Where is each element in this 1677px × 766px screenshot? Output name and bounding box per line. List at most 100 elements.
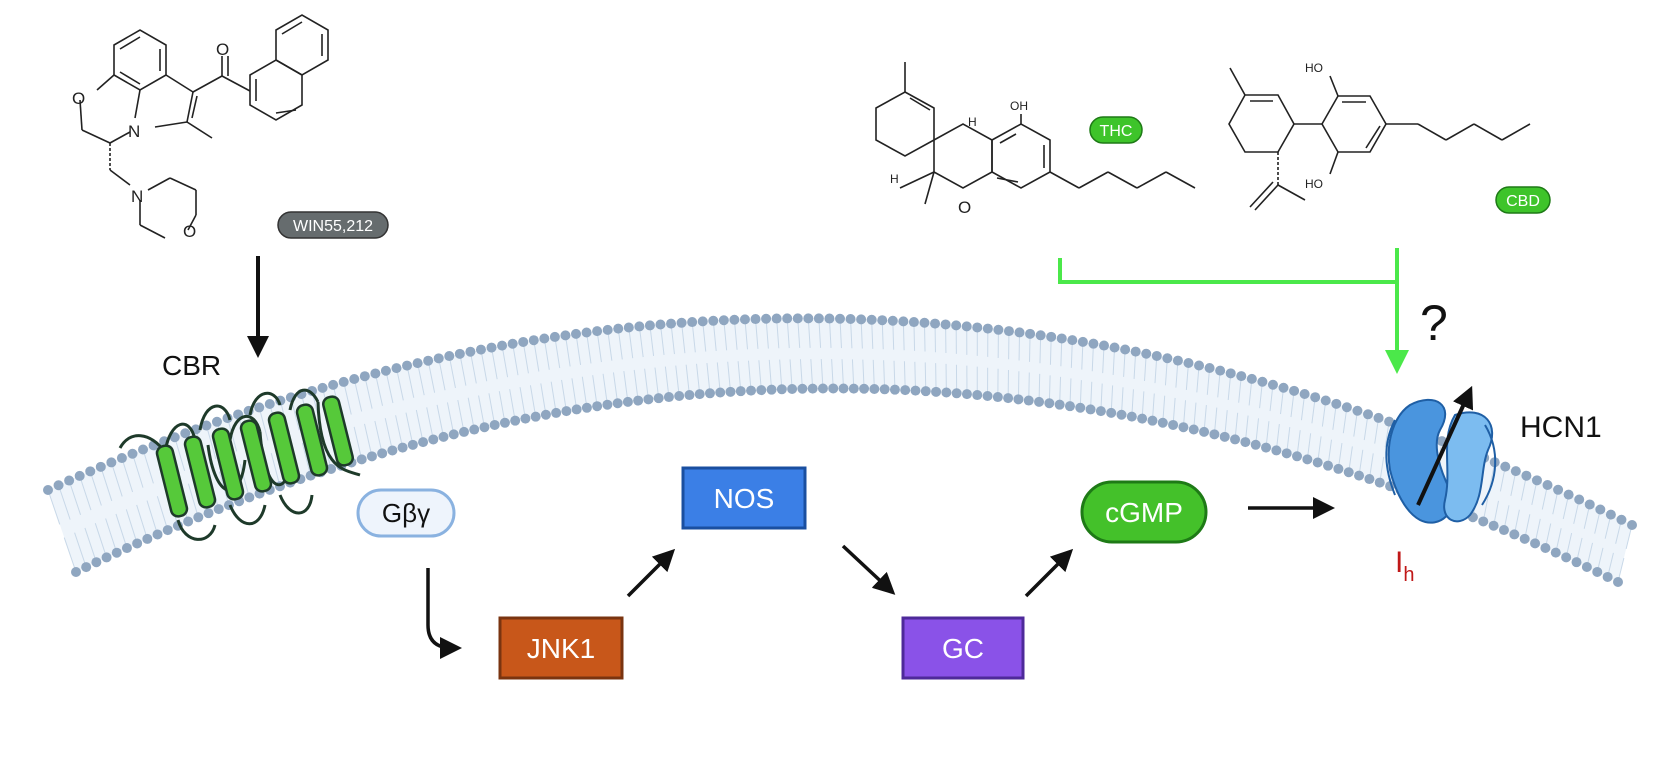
- lipid-head: [338, 376, 349, 387]
- lipid-head: [951, 320, 962, 331]
- lipid-head: [1215, 365, 1226, 376]
- lipid-head: [1109, 342, 1120, 353]
- lipid-head: [1627, 520, 1637, 530]
- lipid-head: [1363, 409, 1373, 420]
- lipid-head: [889, 384, 900, 395]
- lipid-head: [684, 390, 695, 401]
- gby-label: Gβγ: [382, 498, 430, 528]
- lipid-head: [1209, 429, 1220, 440]
- lipid-head: [856, 314, 867, 325]
- nos-label: NOS: [714, 483, 775, 514]
- lipid-head: [1054, 399, 1065, 410]
- lipid-head: [1077, 336, 1088, 347]
- lipid-head: [1085, 404, 1096, 415]
- lipid-head: [869, 384, 880, 395]
- lipid-head: [438, 431, 449, 442]
- lipid-head: [142, 533, 153, 544]
- lipid-head: [121, 543, 132, 554]
- lipid-head: [326, 463, 337, 474]
- nos-to-gc-arrow: [841, 544, 896, 595]
- lipid-head: [866, 314, 877, 325]
- lipid-head: [1246, 373, 1257, 384]
- lipid-head: [993, 324, 1004, 335]
- lipid-head: [1542, 480, 1553, 491]
- lipid-head: [1302, 454, 1313, 465]
- lipid-head: [663, 392, 674, 403]
- lipid-head: [64, 475, 75, 486]
- lipid-head: [1373, 412, 1384, 423]
- lipid-head: [1613, 577, 1623, 587]
- lipid-head: [138, 444, 149, 455]
- lipid-head: [898, 316, 909, 327]
- lipid-head: [797, 383, 808, 394]
- svg-text:H: H: [968, 115, 977, 129]
- g-beta-gamma-node: Gβγ: [356, 488, 456, 538]
- lipid-head: [602, 324, 613, 335]
- lipid-head: [551, 407, 562, 418]
- lipid-head: [1553, 484, 1564, 495]
- cbd-label: CBD: [1506, 193, 1540, 210]
- lipid-head: [1616, 514, 1627, 525]
- lipid-head: [718, 315, 729, 326]
- lipid-head: [132, 538, 143, 549]
- lipid-head: [1230, 434, 1241, 445]
- lipid-head: [380, 365, 391, 376]
- lipid-head: [85, 466, 96, 477]
- lipid-head: [1257, 376, 1268, 387]
- lipid-head: [571, 404, 582, 415]
- lipid-head: [95, 461, 106, 472]
- lipid-head: [203, 508, 214, 519]
- lipid-head: [1130, 346, 1141, 357]
- lipid-head: [859, 383, 870, 394]
- lipid-head: [560, 330, 571, 341]
- lipid-head: [1046, 331, 1057, 342]
- lipid-head: [982, 323, 993, 334]
- lipid-head: [643, 394, 654, 405]
- lipid-head: [1095, 406, 1106, 417]
- lipid-head: [951, 388, 962, 399]
- lipid-head: [349, 374, 360, 385]
- cbd-structure: HO HO: [1228, 61, 1531, 211]
- lipid-head: [1354, 470, 1365, 481]
- lipid-head: [1106, 407, 1117, 418]
- lipid-head: [1116, 409, 1127, 420]
- lipid-head: [127, 448, 138, 459]
- lipid-head: [845, 314, 856, 325]
- lipid-head: [1343, 467, 1354, 478]
- lipid-head: [370, 368, 381, 379]
- lipid-head: [761, 313, 772, 324]
- lipid-head: [1035, 330, 1046, 341]
- lipid-head: [931, 386, 942, 397]
- lipid-head: [448, 429, 459, 440]
- lipid-head: [1141, 348, 1152, 359]
- lipid-head: [116, 453, 127, 464]
- ih-label: Ih: [1395, 546, 1414, 586]
- lipid-head: [1384, 416, 1395, 427]
- lipid-head: [458, 426, 469, 437]
- lipid-bilayer-membrane: [43, 313, 1637, 587]
- lipid-head: [1147, 415, 1158, 426]
- lipid-head: [813, 313, 824, 324]
- lipid-head: [518, 336, 529, 347]
- lipid-head: [613, 323, 624, 334]
- lipid-head: [1267, 379, 1278, 390]
- lipid-head: [715, 387, 726, 398]
- lipid-head: [676, 317, 687, 328]
- lipid-head: [623, 322, 634, 333]
- lipid-head: [1519, 533, 1530, 544]
- lipid-head: [1592, 566, 1603, 577]
- lipid-head: [1571, 557, 1582, 568]
- lipid-head: [1320, 395, 1331, 406]
- gc-label: GC: [942, 633, 984, 664]
- lipid-head: [1584, 499, 1595, 510]
- lipid-head: [1250, 439, 1261, 450]
- lipid-head: [807, 383, 818, 394]
- lipid-head: [1510, 466, 1521, 477]
- lipid-head: [644, 320, 655, 331]
- svg-text:O: O: [216, 40, 229, 59]
- lipid-head: [766, 384, 777, 395]
- lipid-head: [941, 387, 952, 398]
- lipid-head: [900, 385, 911, 396]
- lipid-head: [1341, 402, 1352, 413]
- cgmp-label: cGMP: [1105, 497, 1183, 528]
